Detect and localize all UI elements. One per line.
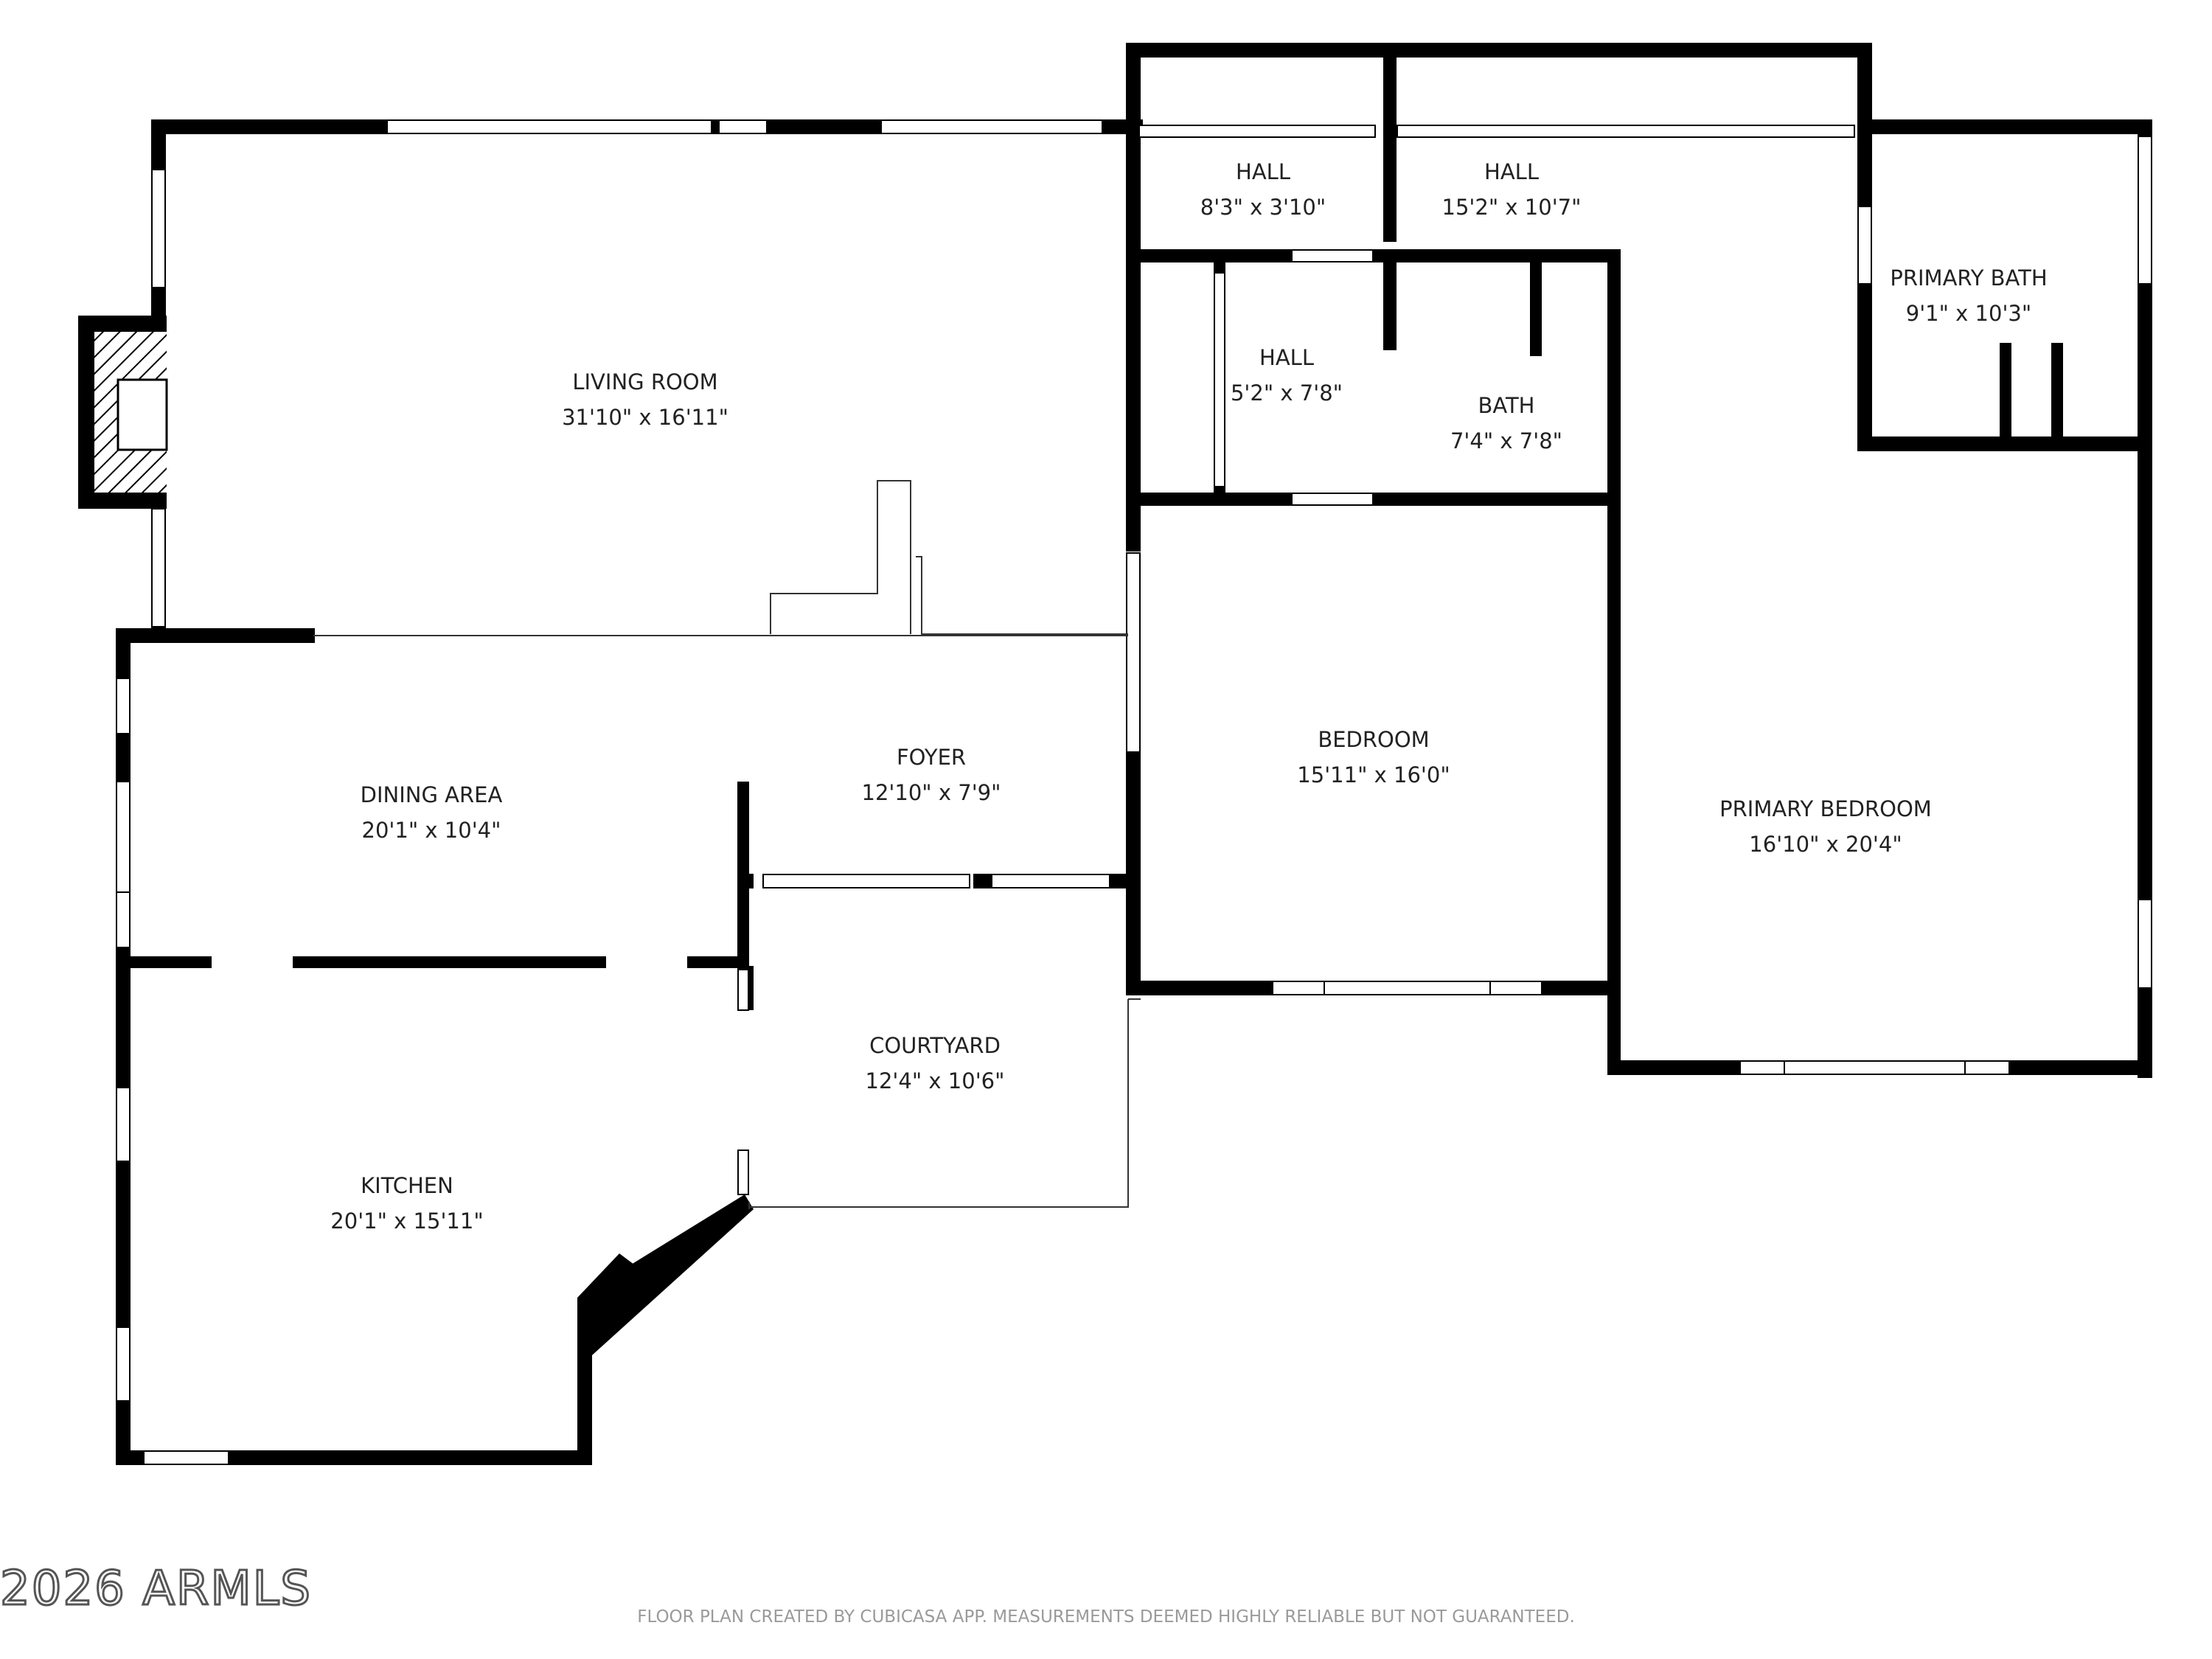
- room-name: KITCHEN: [361, 1173, 453, 1198]
- room-primary-bath: PRIMARY BATH 9'1" x 10'3": [1890, 265, 2047, 326]
- room-dimensions: 9'1" x 10'3": [1906, 301, 2031, 326]
- room-dimensions: 20'1" x 10'4": [362, 818, 501, 843]
- room-hall-3: HALL 5'2" x 7'8": [1231, 345, 1343, 406]
- room-primary-bedroom: PRIMARY BEDROOM 16'10" x 20'4": [1719, 796, 1932, 857]
- room-name: DINING AREA: [361, 782, 503, 807]
- room-name: PRIMARY BEDROOM: [1719, 796, 1932, 821]
- room-name: PRIMARY BATH: [1890, 265, 2047, 291]
- fireplace-firebox: [116, 378, 168, 451]
- room-name: HALL: [1236, 159, 1290, 184]
- room-dimensions: 12'4" x 10'6": [866, 1068, 1005, 1093]
- footer-disclaimer: FLOOR PLAN CREATED BY CUBICASA APP. MEAS…: [637, 1607, 1575, 1627]
- room-dimensions: 20'1" x 15'11": [330, 1208, 483, 1234]
- room-dimensions: 15'11" x 16'0": [1297, 762, 1450, 787]
- room-dining-area: DINING AREA 20'1" x 10'4": [361, 782, 503, 843]
- room-courtyard: COURTYARD 12'4" x 10'6": [866, 1033, 1005, 1093]
- room-name: HALL: [1259, 345, 1314, 370]
- room-name: HALL: [1484, 159, 1539, 184]
- walls: [78, 43, 2152, 1465]
- room-bedroom: BEDROOM 15'11" x 16'0": [1297, 727, 1450, 787]
- room-labels: LIVING ROOM 31'10" x 16'11" HALL 8'3" x 3'1…: [330, 159, 2047, 1234]
- room-name: LIVING ROOM: [572, 369, 717, 394]
- windows: [116, 119, 2152, 1465]
- room-hall-1: HALL 8'3" x 3'10": [1200, 159, 1326, 220]
- room-hall-2: HALL 15'2" x 10'7": [1442, 159, 1582, 220]
- room-kitchen: KITCHEN 20'1" x 15'11": [330, 1173, 483, 1234]
- thin-lines: [313, 480, 1141, 1209]
- room-dimensions: 8'3" x 3'10": [1200, 195, 1326, 220]
- room-living-room: LIVING ROOM 31'10" x 16'11": [562, 369, 728, 430]
- room-name: COURTYARD: [869, 1033, 1001, 1058]
- room-name: FOYER: [897, 745, 966, 770]
- room-dimensions: 31'10" x 16'11": [562, 405, 728, 430]
- room-name: BEDROOM: [1318, 727, 1429, 752]
- room-bath: BATH 7'4" x 7'8": [1450, 393, 1562, 453]
- room-dimensions: 16'10" x 20'4": [1749, 832, 1902, 857]
- room-dimensions: 12'10" x 7'9": [862, 780, 1001, 805]
- watermark: 2026 ARMLS: [0, 1561, 312, 1618]
- room-dimensions: 7'4" x 7'8": [1450, 428, 1562, 453]
- room-dimensions: 15'2" x 10'7": [1442, 195, 1582, 220]
- room-foyer: FOYER 12'10" x 7'9": [862, 745, 1001, 805]
- room-name: BATH: [1478, 393, 1534, 418]
- room-dimensions: 5'2" x 7'8": [1231, 380, 1343, 406]
